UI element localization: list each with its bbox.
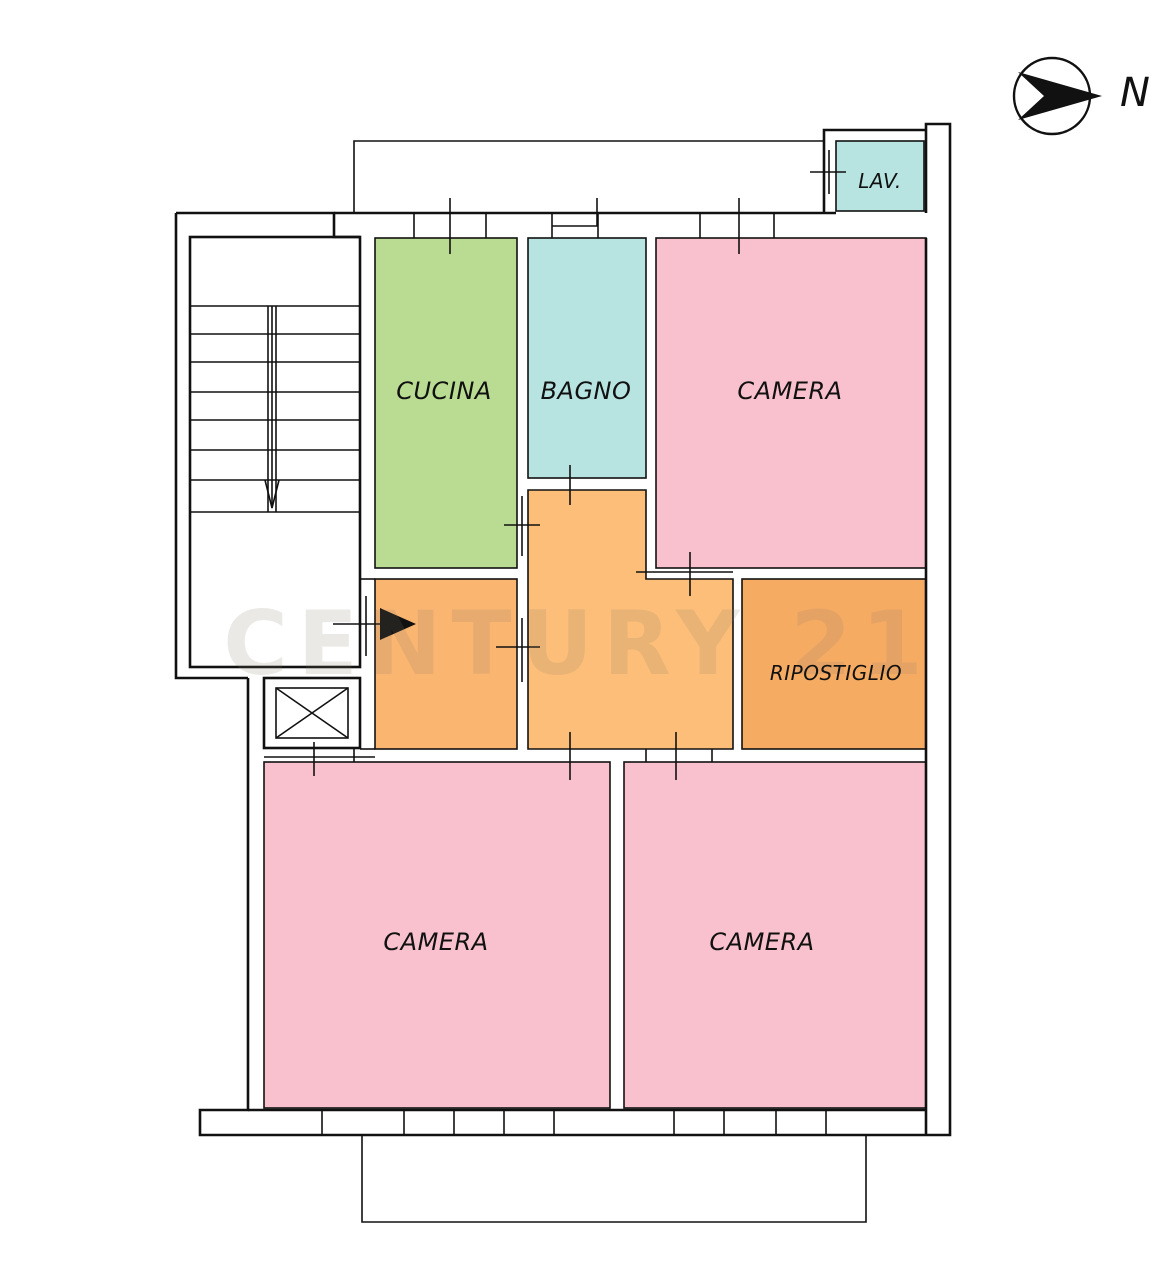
room-bedroom-bottom-left [264,762,610,1108]
north-label: N [1120,70,1150,116]
staircase [190,305,360,513]
entrance-arrow-icon [380,608,416,640]
compass-arrow-icon [1012,56,1102,136]
label-bedroom-bottom-left: CAMERA [383,928,488,956]
label-kitchen: CUCINA [396,377,492,405]
room-kitchen [375,238,517,568]
stairs-arrow-icon [264,306,280,509]
room-laundry [836,141,924,211]
room-bedroom-bottom-right [624,762,926,1108]
label-bedroom-top: CAMERA [737,377,842,405]
label-laundry: LAV. [858,169,902,193]
shaft-cross-icon [262,676,362,750]
room-storage [742,579,926,749]
outer-walls [174,122,952,1223]
room-entrance [375,579,517,749]
door-markers [313,150,846,780]
interior-walls [263,237,927,1109]
label-storage: RIPOSTIGLIO [770,661,902,685]
room-bathroom [528,238,646,478]
watermark: CENTURY 21 [223,592,933,695]
windows [321,213,827,1135]
room-hallway [528,490,733,749]
label-bathroom: BAGNO [541,377,632,405]
label-bedroom-bottom-right: CAMERA [709,928,814,956]
room-bedroom-top [656,238,926,568]
